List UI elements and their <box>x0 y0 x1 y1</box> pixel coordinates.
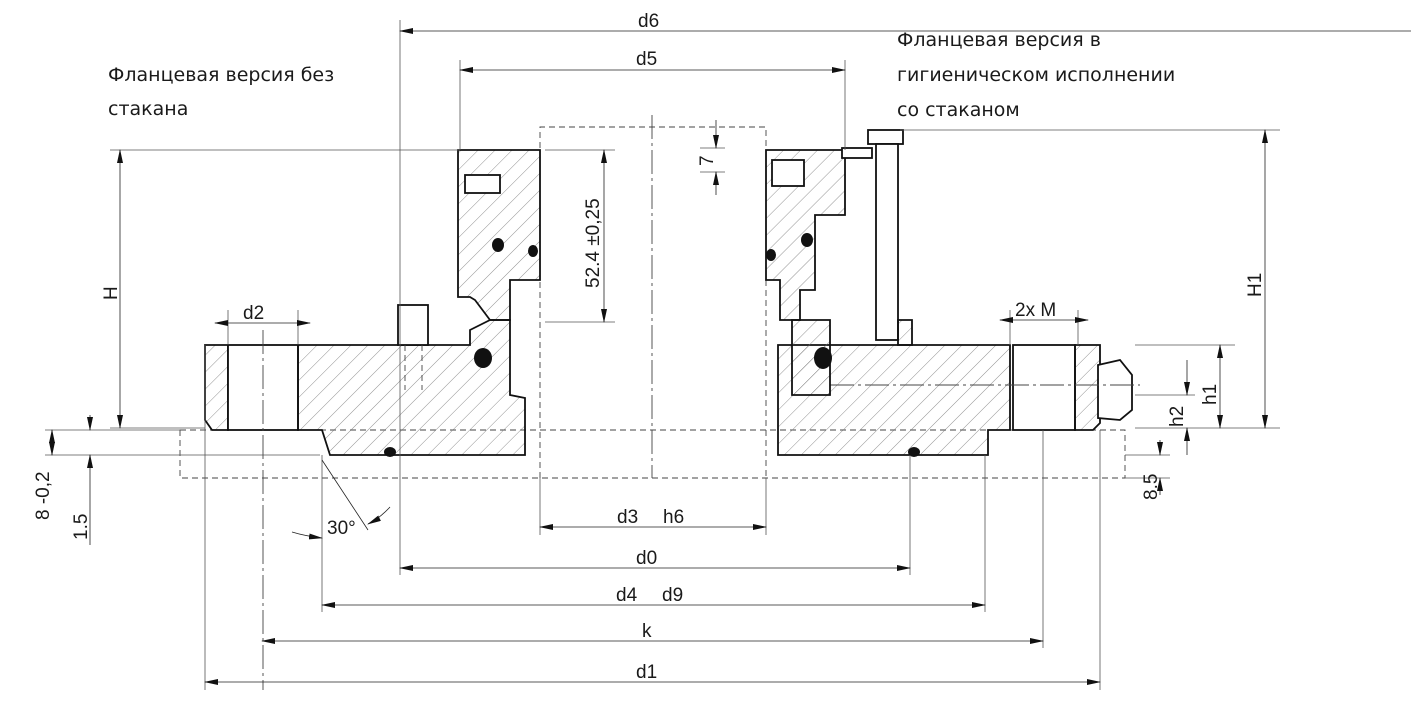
label-d1: d1 <box>636 662 657 683</box>
caption-left-line1: Фланцевая версия без <box>108 64 334 86</box>
label-7: 7 <box>697 155 718 166</box>
label-d3: d3 <box>617 507 638 528</box>
label-d4: d4 <box>616 585 638 606</box>
label-d0: d0 <box>636 548 657 569</box>
dimension-labels: d6 d5 d2 2x M d3 h6 d0 d4 d9 k d1 30° H … <box>33 11 1266 683</box>
base-plate-outline <box>179 429 1126 479</box>
caption-right: Фланцевая версия в гигиеническом исполне… <box>897 29 1175 121</box>
label-d9: d9 <box>662 585 683 606</box>
label-angle: 30° <box>327 518 356 539</box>
label-h6: h6 <box>663 507 684 528</box>
caption-left-line2: стакана <box>108 98 188 120</box>
label-k: k <box>642 621 652 642</box>
left-flange <box>204 149 541 690</box>
label-1-5: 1.5 <box>71 514 92 540</box>
label-H: H <box>101 286 122 300</box>
label-52-4: 52.4 ±0,25 <box>583 198 604 288</box>
threaded-hole-m <box>1012 344 1076 431</box>
oring-right-base <box>908 447 920 457</box>
right-screw-head <box>867 129 904 145</box>
oring-left <box>474 348 492 368</box>
caption-right-line2: гигиеническом исполнении <box>897 64 1175 86</box>
label-2xm: 2x M <box>1015 300 1056 321</box>
label-d6: d6 <box>638 11 659 32</box>
shaft <box>539 115 767 478</box>
label-d5: d5 <box>636 49 657 70</box>
right-screw-shaft <box>875 143 899 341</box>
oring-left-base <box>384 447 396 457</box>
extension-lines <box>45 20 1280 690</box>
dimension-lines <box>49 28 1411 685</box>
hex-nut <box>1097 358 1133 421</box>
label-h2: h2 <box>1167 406 1188 427</box>
caption-right-line1: Фланцевая версия в <box>897 29 1101 51</box>
right-flange <box>765 129 1140 457</box>
label-h1: h1 <box>1200 384 1221 405</box>
oring-right <box>814 347 832 369</box>
caption-left: Фланцевая версия без стакана <box>108 64 334 120</box>
label-d2: d2 <box>243 303 264 324</box>
caption-right-line3: со стаканом <box>897 99 1020 121</box>
label-H1: H1 <box>1245 273 1266 297</box>
label-8-tol: 8 -0,2 <box>33 471 54 520</box>
label-8-5: 8.5 <box>1141 474 1162 500</box>
left-screw-head <box>397 304 429 346</box>
